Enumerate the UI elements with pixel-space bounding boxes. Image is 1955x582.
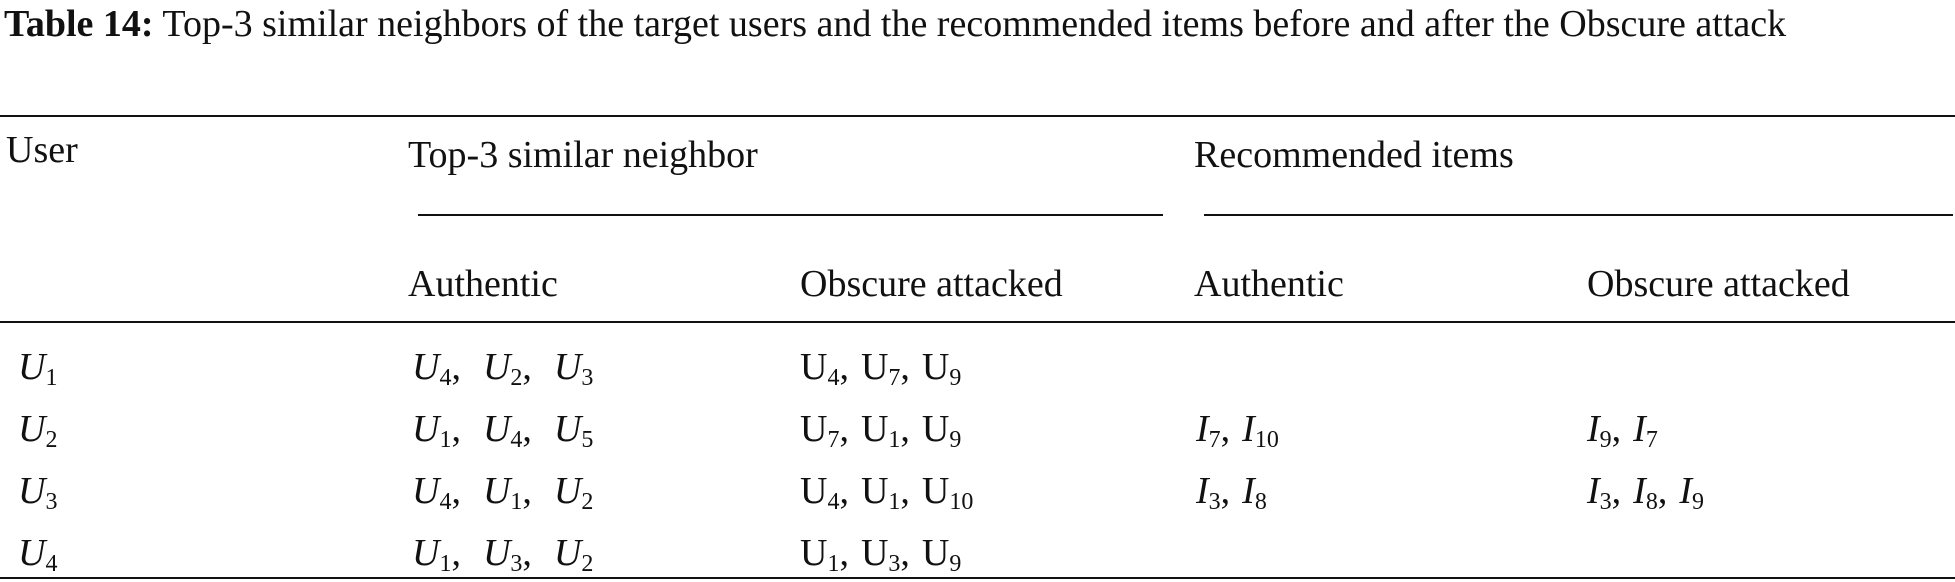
- authentic-items-cell-symbol: I3: [1196, 470, 1221, 515]
- authentic-neighbors-cell-symbol: U1: [482, 470, 523, 515]
- user-cell: U1: [18, 345, 58, 391]
- header-obscure-items: Obscure attacked: [1587, 263, 1850, 305]
- obscure-neighbors-cell-symbol: U7: [800, 408, 840, 453]
- user-cell: U3: [18, 469, 58, 515]
- caption-text: Top-3 similar neighbors of the target us…: [162, 3, 1787, 45]
- authentic-neighbors-cell: U1,U4,U5: [412, 408, 594, 453]
- authentic-neighbors-cell-symbol: U5: [553, 408, 594, 453]
- authentic-neighbors-cell-symbol: U2: [553, 532, 594, 577]
- obscure-neighbors-cell-symbol: U4: [800, 346, 840, 391]
- obscure-neighbors-cell-symbol: U9: [921, 346, 962, 391]
- bottom-rule: [0, 577, 1955, 579]
- obscure-neighbors-cell-symbol: U1: [860, 470, 901, 515]
- user-cell-symbol: U2: [18, 408, 58, 453]
- caption-label: Table 14:: [4, 3, 154, 45]
- obscure-items-cell: I3,I8,I9: [1587, 470, 1704, 515]
- obscure-neighbors-cell: U4,U1,U10: [800, 470, 974, 515]
- obscure-neighbors-cell-symbol: U7: [860, 346, 901, 391]
- authentic-neighbors-cell-symbol: U4: [412, 346, 452, 391]
- authentic-neighbors-cell-symbol: U4: [482, 408, 523, 453]
- authentic-neighbors-cell-symbol: U2: [553, 470, 594, 515]
- user-cell-symbol: U3: [18, 470, 58, 515]
- neighbor-group-rule: [418, 214, 1163, 216]
- authentic-neighbors-cell: U4,U2,U3: [412, 346, 594, 391]
- authentic-items-cell-symbol: I8: [1242, 470, 1267, 515]
- obscure-neighbors-cell-symbol: U1: [800, 532, 840, 577]
- header-user: User: [6, 129, 78, 171]
- user-cell-symbol: U1: [18, 346, 58, 391]
- obscure-neighbors-cell-symbol: U3: [860, 532, 901, 577]
- authentic-neighbors-cell-symbol: U1: [412, 408, 452, 453]
- header-rule: [0, 321, 1955, 323]
- obscure-items-cell-symbol: I8: [1633, 470, 1658, 515]
- obscure-items-cell-symbol: I7: [1633, 408, 1658, 453]
- header-obscure-neighbors: Obscure attacked: [800, 263, 1063, 305]
- authentic-neighbors-cell-symbol: U4: [412, 470, 452, 515]
- obscure-neighbors-cell: U4,U7,U9: [800, 346, 962, 391]
- obscure-items-cell-symbol: I9: [1679, 470, 1704, 515]
- authentic-items-cell-symbol: I10: [1242, 408, 1279, 453]
- header-neighbor-group: Top-3 similar neighbor: [408, 134, 758, 176]
- header-authentic-neighbors: Authentic: [408, 263, 558, 305]
- user-cell: U4: [18, 531, 58, 577]
- obscure-neighbors-cell-symbol: U9: [921, 408, 962, 453]
- header-items-group: Recommended items: [1194, 134, 1514, 176]
- obscure-neighbors-cell-symbol: U10: [921, 470, 974, 515]
- obscure-neighbors-cell-symbol: U4: [800, 470, 840, 515]
- authentic-neighbors-cell-symbol: U3: [482, 532, 523, 577]
- obscure-items-cell-symbol: I9: [1587, 408, 1612, 453]
- user-cell: U2: [18, 407, 58, 453]
- obscure-neighbors-cell: U1,U3,U9: [800, 532, 962, 577]
- authentic-items-cell-symbol: I7: [1196, 408, 1221, 453]
- obscure-neighbors-cell: U7,U1,U9: [800, 408, 962, 453]
- authentic-items-cell: I3,I8: [1196, 470, 1267, 515]
- header-authentic-items: Authentic: [1194, 263, 1344, 305]
- obscure-neighbors-cell-symbol: U1: [860, 408, 901, 453]
- authentic-neighbors-cell-symbol: U3: [553, 346, 594, 391]
- authentic-neighbors-cell-symbol: U2: [482, 346, 523, 391]
- authentic-neighbors-cell: U4,U1,U2: [412, 470, 594, 515]
- obscure-items-cell: I9,I7: [1587, 408, 1658, 453]
- user-cell-symbol: U4: [18, 532, 58, 577]
- obscure-items-cell-symbol: I3: [1587, 470, 1612, 515]
- authentic-neighbors-cell-symbol: U1: [412, 532, 452, 577]
- authentic-neighbors-cell: U1,U3,U2: [412, 532, 594, 577]
- authentic-items-cell: I7,I10: [1196, 408, 1279, 453]
- items-group-rule: [1204, 214, 1953, 216]
- table-caption: Table 14: Top-3 similar neighbors of the…: [4, 2, 1949, 46]
- obscure-neighbors-cell-symbol: U9: [921, 532, 962, 577]
- top-rule: [0, 115, 1955, 117]
